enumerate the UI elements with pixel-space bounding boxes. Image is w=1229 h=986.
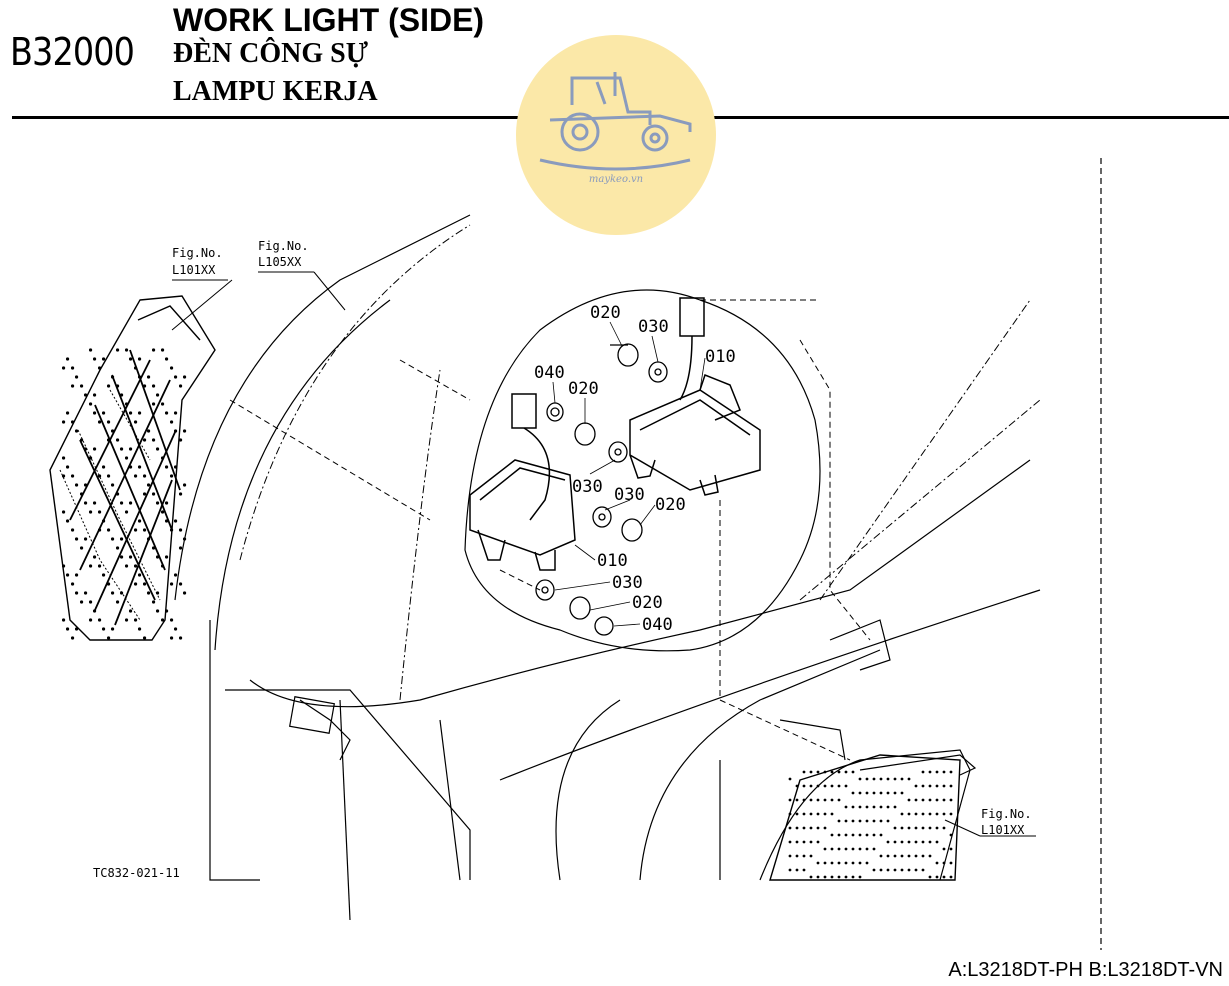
callout-020-right: 020	[655, 495, 686, 515]
watermark-logo: maykeo.vn	[516, 35, 716, 235]
callout-030-right: 030	[614, 485, 645, 505]
ref-leader-right	[944, 819, 981, 837]
grille-right	[769, 754, 977, 881]
watermark-circle	[516, 35, 716, 235]
ref-value-left-b: L105XX	[258, 255, 302, 269]
ref-value-right: L101XX	[981, 823, 1025, 837]
ref-label-left-a: Fig.No.	[172, 246, 223, 260]
hood-body	[174, 214, 1041, 921]
section-code: B32000	[10, 30, 135, 74]
callout-020-low: 020	[632, 593, 663, 613]
title-malay: LAMPU KERJA	[173, 76, 378, 107]
callout-leaders	[552, 321, 706, 627]
detail-balloon	[464, 289, 821, 652]
ref-leader-b	[313, 271, 346, 311]
callout-020-top: 020	[590, 303, 621, 323]
grille-right-perforation	[788, 770, 953, 879]
callout-020-mid: 020	[568, 379, 599, 399]
grille-left	[49, 295, 216, 641]
callout-010-low: 010	[597, 551, 628, 571]
ref-value-left-a: L101XX	[172, 263, 216, 277]
callout-030-low: 030	[612, 573, 643, 593]
ref-label-left-b: Fig.No.	[258, 239, 309, 253]
grille-left-perforation	[61, 348, 187, 640]
callout-040-mid: 040	[534, 363, 565, 383]
drawing-code: TC832-021-11	[93, 866, 180, 880]
callout-040-low: 040	[642, 615, 673, 635]
callout-010-top: 010	[705, 347, 736, 367]
work-light-lower	[469, 393, 576, 571]
callout-030-top: 030	[638, 317, 669, 337]
callout-030-left: 030	[572, 477, 603, 497]
model-footer: A:L3218DT-PH B:L3218DT-VN	[948, 959, 1223, 981]
assembly-dash-lines	[229, 299, 871, 761]
hood-centerlines	[239, 224, 1041, 701]
ref-leader-a	[171, 279, 233, 331]
ref-label-right: Fig.No.	[981, 807, 1032, 821]
title-english: WORK LIGHT (SIDE)	[173, 2, 485, 38]
tractor-icon	[539, 72, 692, 171]
title-vietnamese: ĐÈN CÔNG SỰ	[173, 38, 368, 69]
watermark-text: maykeo.vn	[589, 174, 643, 185]
